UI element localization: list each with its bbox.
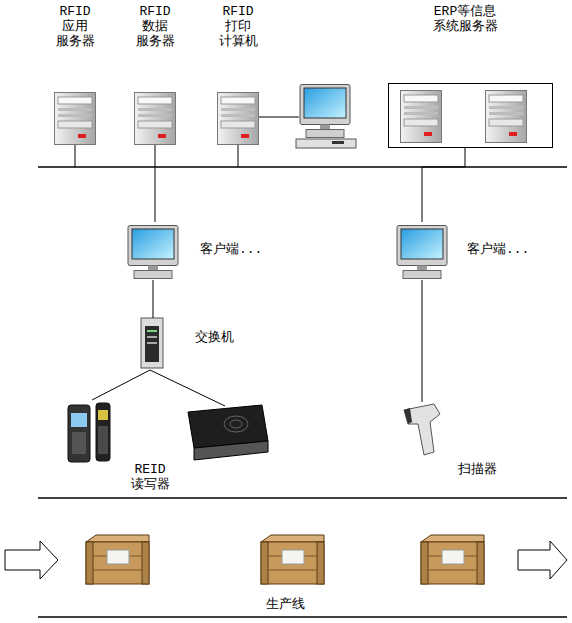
reader-wire <box>150 370 225 406</box>
flow-arrow <box>5 541 58 579</box>
network-link <box>422 148 465 222</box>
monitor-icon <box>128 226 178 279</box>
handheld-keypad <box>72 432 86 454</box>
reader-antenna <box>224 416 248 432</box>
switch-port <box>147 336 157 338</box>
server-node: RFID 数据 服务器 <box>125 4 185 145</box>
scanner-node: 扫描器 <box>395 402 505 480</box>
line-border <box>38 616 567 618</box>
crate-icon <box>421 535 484 584</box>
network-link <box>155 145 156 222</box>
switch-panel <box>145 326 159 362</box>
node-label: RFID 打印 计算机 <box>213 4 263 49</box>
network-link <box>422 280 423 402</box>
crate-icon <box>261 535 324 584</box>
handheld-button <box>98 410 108 420</box>
handheld-screen <box>71 413 87 427</box>
computer-node: RFID 打印 计算机 <box>208 4 268 145</box>
handheld-keypad <box>98 426 108 454</box>
node-label: 扫描器 <box>458 462 508 477</box>
monitor-icon <box>397 226 447 279</box>
client-node: 客户端... <box>125 222 275 280</box>
cable <box>259 117 299 118</box>
desk-reader-side <box>194 441 268 460</box>
network-bus <box>38 166 567 168</box>
server-icon <box>218 93 259 145</box>
switch-node: 交换机 <box>138 318 238 370</box>
bus-drop <box>75 145 76 167</box>
keyboard-icon <box>296 139 356 148</box>
node-label: 交换机 <box>195 330 255 345</box>
node-label: RFID 数据 服务器 <box>130 4 180 49</box>
server-icon <box>486 91 527 143</box>
scanner-head <box>404 408 412 424</box>
switch-port <box>147 342 157 344</box>
network-link <box>92 370 150 400</box>
node-label: REID 读写器 <box>127 462 173 492</box>
node-label: ERP等信息 系统服务器 <box>425 4 505 34</box>
keyboard-key <box>332 141 344 144</box>
client-node: 客户端... <box>395 222 545 280</box>
node-label: 客户端... <box>467 242 537 257</box>
bus-drop <box>238 145 239 167</box>
crate-icon <box>86 535 149 584</box>
flow-arrow <box>518 541 567 579</box>
node-label: RFID 应用 服务器 <box>50 4 100 49</box>
server-icon <box>401 91 442 143</box>
node-label: 客户端... <box>200 242 270 257</box>
handheld-reader <box>96 403 110 461</box>
reader-node: REID 读写器 <box>62 400 274 495</box>
area-divider <box>38 497 567 499</box>
scanner-icon <box>404 404 440 455</box>
desk-reader <box>188 405 268 448</box>
group-frame <box>388 83 553 148</box>
server-icon <box>55 93 96 145</box>
monitor-icon <box>300 85 350 138</box>
switch-led <box>147 330 157 332</box>
server-group: ERP等信息 系统服务器 <box>388 4 553 148</box>
line-label: 生产线 <box>255 597 315 612</box>
reader-antenna <box>230 420 242 428</box>
server-icon <box>135 93 176 145</box>
server-node: RFID 应用 服务器 <box>45 4 105 145</box>
network-link <box>153 280 154 318</box>
handheld-reader <box>68 405 90 462</box>
switch-icon <box>141 318 163 368</box>
